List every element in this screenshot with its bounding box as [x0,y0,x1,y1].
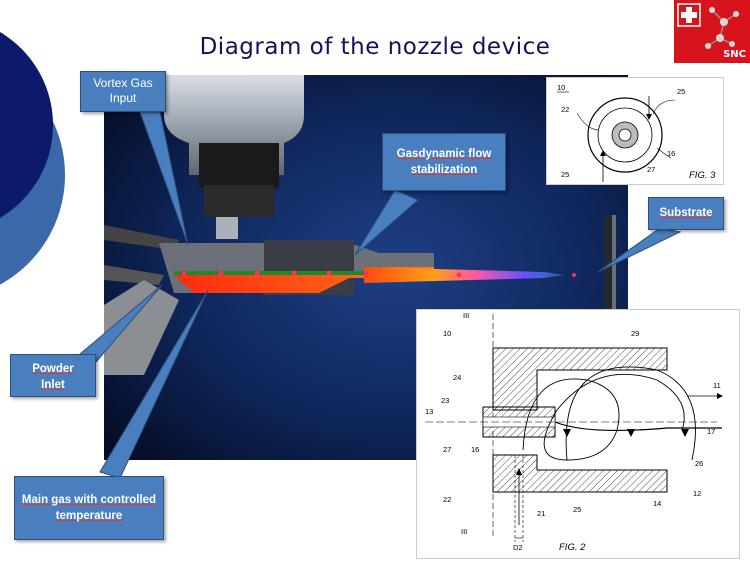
decorative-circles [0,32,65,285]
slide-title: Diagram of the nozzle device [199,34,551,60]
fig3-drawing: 10 25 22 16 27 25 FIG. 3 [557,83,716,182]
pointer-main-gas [99,289,209,479]
circle-front [0,32,53,218]
fig2-label-11: 11 [713,381,721,390]
fig3-label-10: 10 [557,83,565,92]
fig2-label-26: 26 [695,459,703,468]
pointer-vortex [139,111,189,246]
fig2-label-13: 13 [425,407,433,416]
callout-main-gas: Main gas with controlled temperature [14,476,164,540]
callout-powder-text: Powder Inlet [32,363,74,391]
pointer-substrate [597,227,682,273]
fig2-label-23: 23 [441,396,449,405]
fig2-label-17: 17 [707,427,715,436]
fig3-label-25b: 25 [561,170,569,179]
callout-gasdynamic-text: Gasdynamic flow stabilization [396,148,492,176]
fig3-label-16: 16 [667,149,675,158]
callout-powder-inlet: Powder Inlet [10,354,96,397]
logo-text: SNC [723,49,746,60]
fig2-label-D2: D2 [513,543,523,552]
callout-main-gas-text: Main gas with controlled temperature [21,494,157,522]
callout-substrate-text: Substrate [659,207,713,219]
fig2-caption: FIG. 2 [559,542,586,553]
fig2-label-III-bottom: III [461,527,467,536]
snc-logo: SNC [674,0,750,63]
fig3-label-27: 27 [647,165,655,174]
fig3-label-25a: 25 [677,87,685,96]
fig2-panel: III 10 29 24 23 13 27 16 11 17 26 12 14 … [416,309,740,559]
callout-substrate: Substrate [648,197,724,230]
pointer-gasdynamic [354,189,419,256]
pointer-powder [79,284,163,363]
fig2-label-10: 10 [443,329,451,338]
callout-gasdynamic-flow: Gasdynamic flow stabilization [382,133,506,191]
fig2-label-21: 21 [537,509,545,518]
fig3-panel: 10 25 22 16 27 25 FIG. 3 [546,77,724,185]
swiss-cross-icon [677,3,739,49]
fig2-label-III-top: III [463,311,469,320]
fig2-drawing: III 10 29 24 23 13 27 16 11 17 26 12 14 … [425,311,723,553]
fig2-label-27: 27 [443,445,451,454]
fig3-label-22: 22 [561,105,569,114]
fig2-label-16: 16 [471,445,479,454]
callout-vortex-gas-input: Vortex Gas Input [80,71,166,112]
fig3-caption: FIG. 3 [689,170,716,181]
fig2-label-12: 12 [693,489,701,498]
fig2-label-29: 29 [631,329,639,338]
fig2-label-24: 24 [453,373,461,382]
fig2-label-22: 22 [443,495,451,504]
fig2-label-14: 14 [653,499,661,508]
fig2-label-25: 25 [573,505,581,514]
